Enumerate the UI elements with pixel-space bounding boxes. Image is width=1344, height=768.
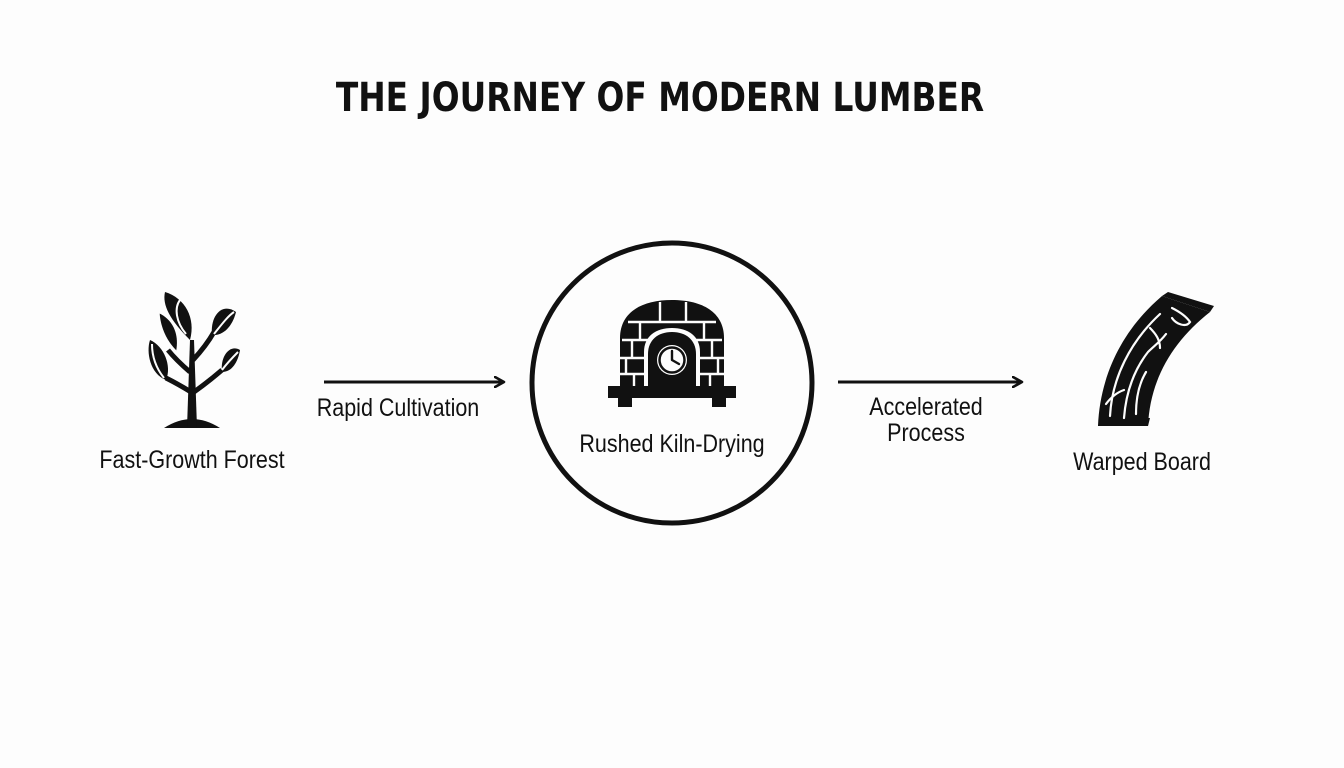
node-label-board: Warped Board [1073,448,1211,476]
node-label-forest: Fast-Growth Forest [99,446,285,474]
edge-label-process-line-2: Process [887,419,965,447]
warped-board-icon [1098,292,1214,426]
node-label-kiln: Rushed Kiln-Drying [579,430,765,458]
sapling-icon [148,292,240,428]
kiln-clock-icon [608,300,736,407]
edge-label-cultivation: Rapid Cultivation [316,394,480,422]
edge-label-process-line-1: Accelerated [869,393,983,421]
edge-label-process: Accelerated Process [840,394,1012,446]
kiln-node-circle [529,240,815,526]
diagram-title: THE JOURNEY OF MODERN LUMBER [335,75,985,121]
